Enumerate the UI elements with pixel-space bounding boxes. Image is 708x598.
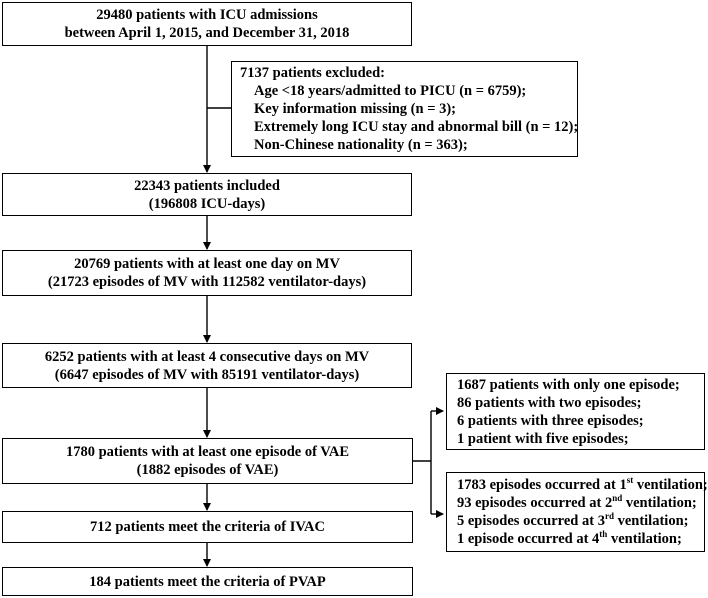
pvap-line: 184 patients meet the criteria of PVAP [89,573,326,590]
box-excluded: 7137 patients excluded: Age <18 years/ad… [231,61,578,157]
excluded-item: Age <18 years/admitted to PICU (n = 6759… [254,83,527,99]
mv4-line-2: (6647 episodes of MV with 85191 ventilat… [54,366,360,383]
box-pvap: 184 patients meet the criteria of PVAP [2,567,413,596]
episodes-per-patient-item: 1687 patients with only one episode; [457,376,680,393]
ventilation-item: 1 episode occurred at 4th ventilation; [457,529,682,547]
episodes-per-patient-item: 86 patients with two episodes; [457,394,642,411]
box-episodes-by-ventilation: 1783 episodes occurred at 1st ventilatio… [446,472,708,552]
mv4-line-1: 6252 patients with at least 4 consecutiv… [44,348,370,365]
episodes-per-patient-item: 1 patient with five episodes; [457,430,629,447]
box-mv: 20769 patients with at least one day on … [2,250,412,296]
ventilation-item: 1783 episodes occurred at 1st ventilatio… [457,475,708,493]
mv-line-1: 20769 patients with at least one day on … [74,256,340,272]
excluded-item: Key information missing (n = 3); [254,101,456,117]
box-episodes-per-patient: 1687 patients with only one episode; 86 … [446,373,705,450]
ventilation-item: 93 episodes occurred at 2nd ventilation; [457,493,697,511]
box-included: 22343 patients included (196808 ICU-days… [2,173,412,216]
episodes-per-patient-item: 6 patients with three episodes; [457,412,644,429]
excluded-item: Extremely long ICU stay and abnormal bil… [254,119,579,135]
included-line-2: (196808 ICU-days) [148,195,266,212]
box-vae: 1780 patients with at least one episode … [2,438,413,484]
box-ivac: 712 patients meet the criteria of IVAC [2,511,413,543]
box-mv-4-days: 6252 patients with at least 4 consecutiv… [2,343,412,388]
admissions-line-2: between April 1, 2015, and December 31, … [64,25,350,41]
excluded-title: 7137 patients excluded: [240,65,385,81]
excluded-item: Non-Chinese nationality (n = 363); [254,137,468,153]
ventilation-item: 5 episodes occurred at 3rd ventilation; [457,511,689,529]
included-line-1: 22343 patients included [134,177,280,194]
admissions-line-1: 29480 patients with ICU admissions [96,7,318,23]
vae-line-1: 1780 patients with at least one episode … [65,444,350,460]
vae-line-2: (1882 episodes of VAE) [136,462,279,478]
ivac-line: 712 patients meet the criteria of IVAC [90,519,325,535]
box-icu-admissions: 29480 patients with ICU admissions betwe… [2,2,412,46]
mv-line-2: (21723 episodes of MV with 112582 ventil… [47,274,367,290]
